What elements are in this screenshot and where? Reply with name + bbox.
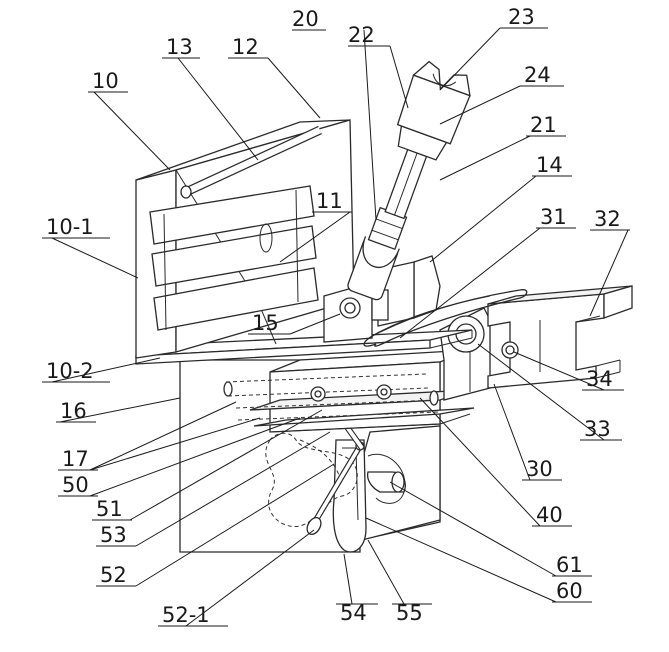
label-54: 54 [340,601,367,625]
label-53: 53 [100,523,127,547]
label-52: 52 [100,563,127,587]
label-16: 16 [60,399,87,423]
hidden-cam-outline [265,432,358,528]
arm-assembly-20 [347,60,471,301]
guide-rods-17 [223,373,439,421]
base-plate-10-2 [135,329,473,365]
label-21: 21 [530,113,557,137]
label-17: 17 [62,447,89,471]
label-30: 30 [526,457,553,481]
slider-screws [310,384,392,402]
label-10-1: 10-1 [46,215,94,239]
label-34: 34 [586,367,613,391]
label-52-1: 52-1 [162,603,210,627]
label-10: 10 [92,69,119,93]
label-20: 20 [292,7,319,31]
label-32: 32 [594,207,621,231]
label-14: 14 [536,153,563,177]
label-40: 40 [536,503,563,527]
label-31: 31 [540,205,567,229]
label-12: 12 [232,35,259,59]
spring-wire-31 [363,289,528,347]
label-50: 50 [62,473,89,497]
slider-rails-40 [249,349,475,433]
roller-33 [447,315,485,353]
label-51: 51 [96,497,123,521]
pin-61 [366,471,406,493]
label-10-2: 10-2 [46,359,94,383]
label-15: 15 [252,311,279,335]
slots-11-13 [149,185,319,331]
label-23: 23 [508,5,535,29]
side-box-32 [487,285,633,389]
rod-12 [180,125,322,199]
label-13: 13 [166,35,193,59]
label-60: 60 [556,579,583,603]
label-55: 55 [396,601,423,625]
leader-lines [51,27,629,627]
support-15 [323,287,389,343]
label-22: 22 [348,23,375,47]
label-24: 24 [524,63,551,87]
label-61: 61 [556,553,583,577]
label-11: 11 [316,189,343,213]
bolt-34 [501,341,519,359]
swing-arm-54 [332,439,367,553]
label-33: 33 [584,417,611,441]
part-labels: 20 22 23 24 13 12 10 21 14 11 31 32 10-1… [42,5,630,627]
